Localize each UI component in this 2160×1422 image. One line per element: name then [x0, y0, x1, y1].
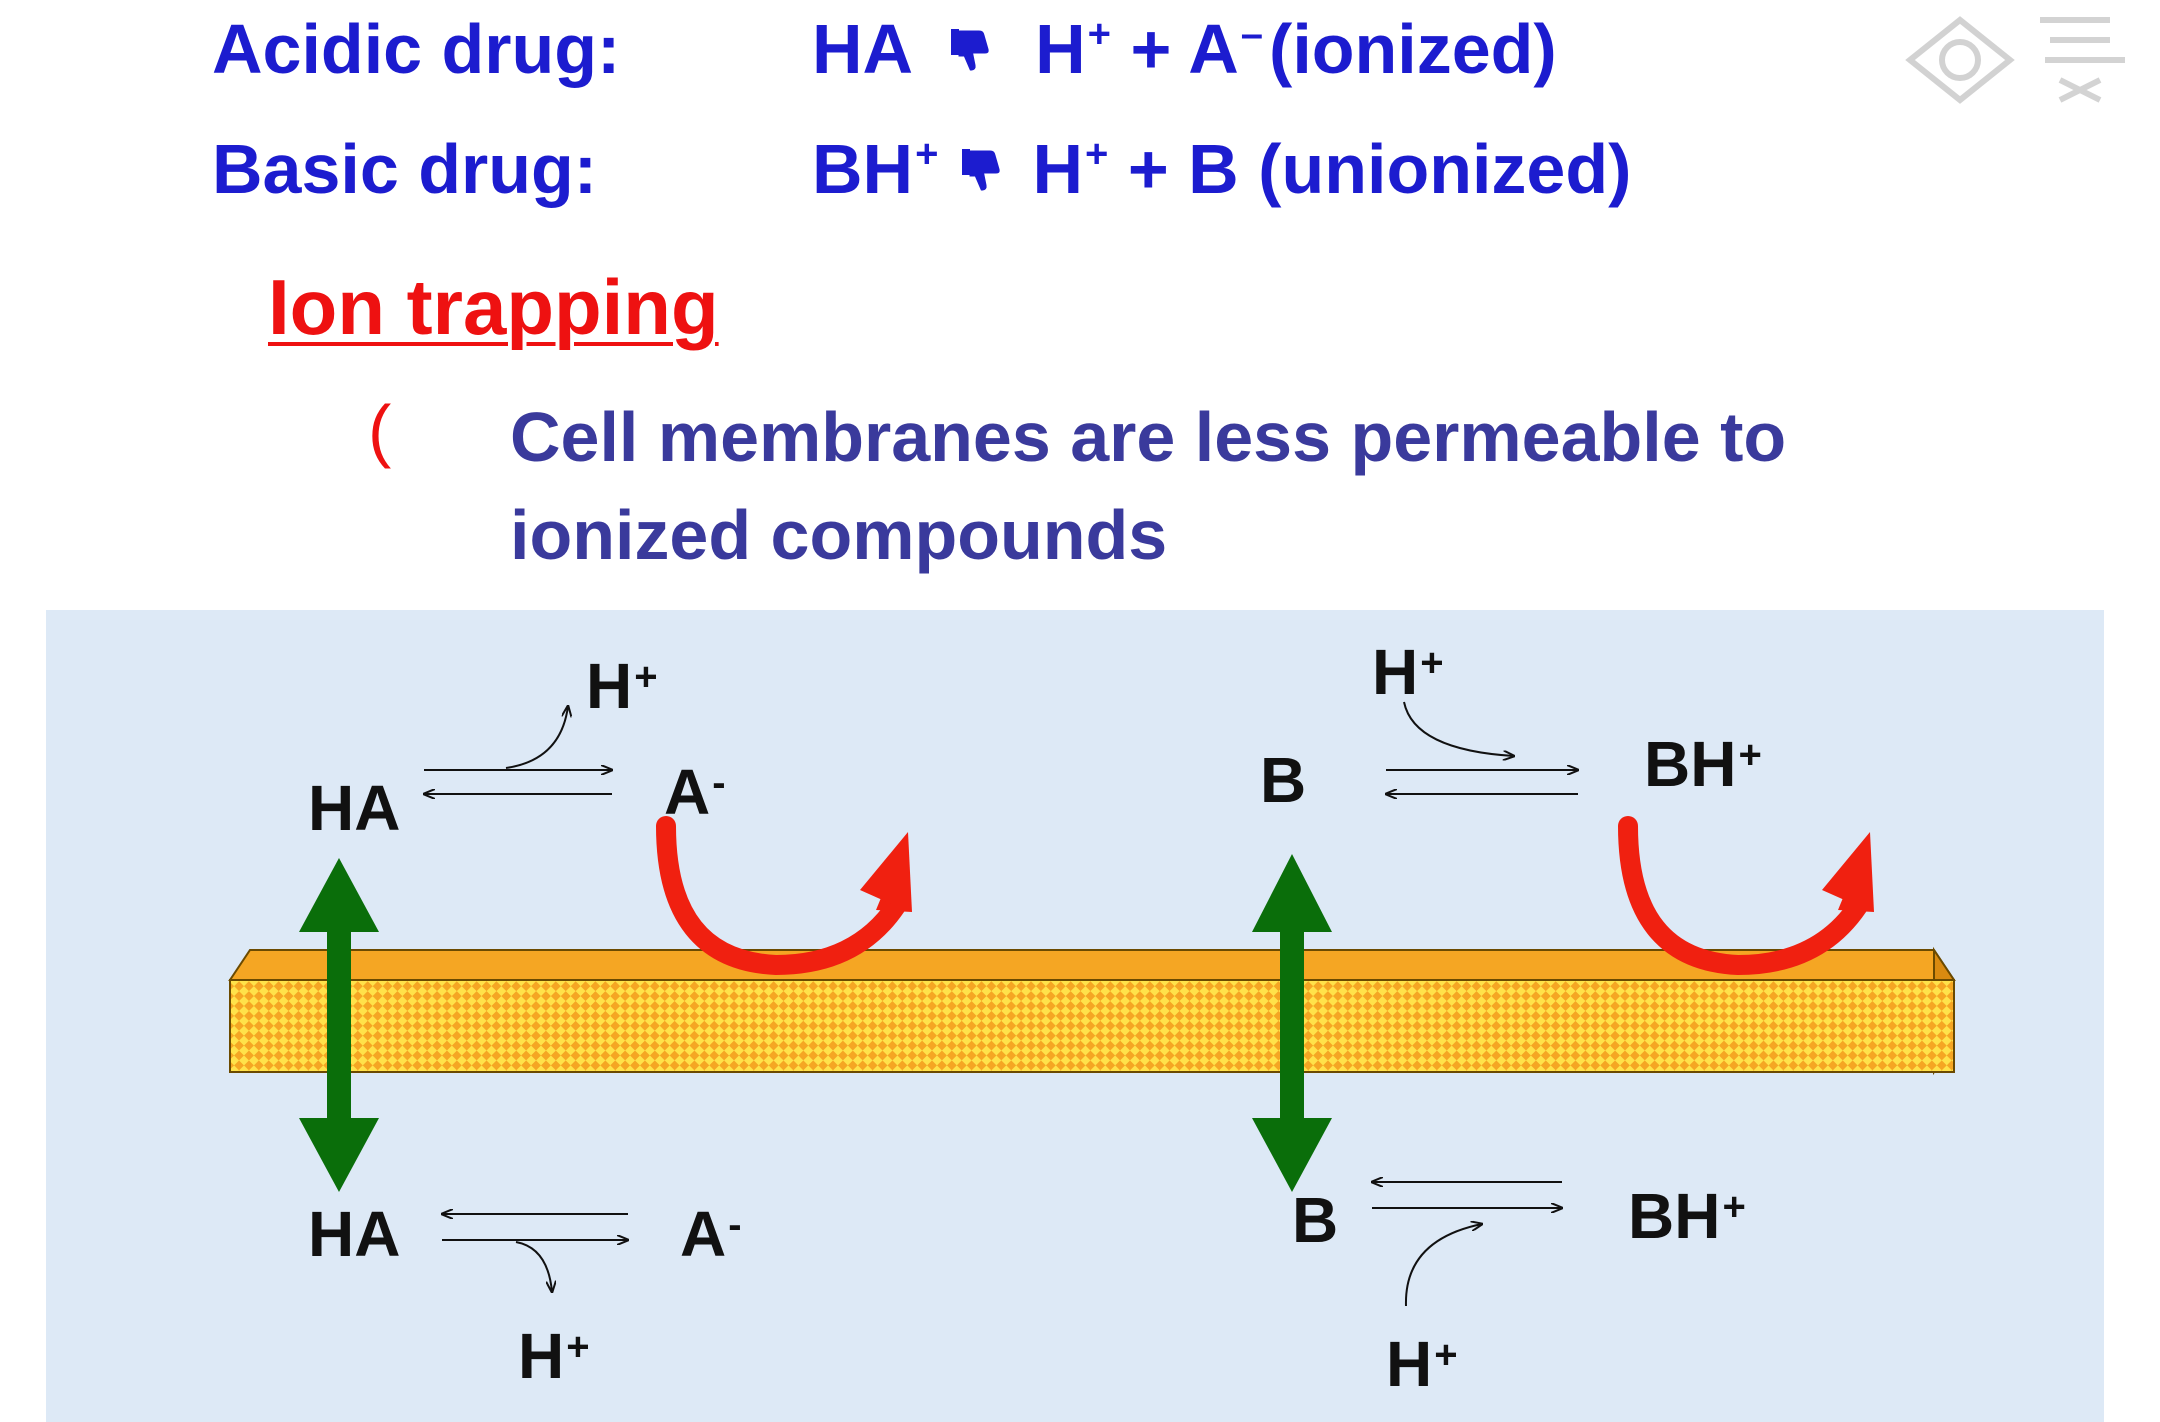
basic-drug-reaction: BH+ H+ + B (unionized) [812, 134, 1631, 204]
basic-lhs: BH [812, 130, 914, 208]
basic-rhs-h: H [1032, 130, 1084, 208]
red-blocked-arrow-right [1618, 816, 1874, 976]
acidic-rhs-a-charge: – [1240, 12, 1264, 56]
cell-membrane [228, 946, 1956, 1076]
acidic-rhs-h-charge: + [1087, 12, 1112, 56]
section-title: Ion trapping [268, 263, 719, 351]
label-h-top-left: H+ [586, 650, 658, 722]
basic-rhs-rest: + B (unionized) [1108, 130, 1632, 208]
label-b-top: B [1260, 744, 1307, 816]
thumbs-down-icon [960, 138, 1010, 194]
equilibrium-arrows-bottom-right [1372, 1182, 1562, 1307]
basic-lhs-charge: + [915, 132, 939, 176]
basic-drug-label: Basic drug: [212, 130, 598, 208]
label-h-top-right: H+ [1372, 636, 1444, 708]
equilibrium-arrows-bottom-left [442, 1214, 628, 1292]
acidic-rhs-h: H [1035, 10, 1086, 88]
watermark-logo [1900, 0, 2160, 110]
red-blocked-arrow-left [656, 816, 912, 976]
equilibrium-arrows-top-left [424, 706, 612, 794]
label-ha-top: HA [308, 772, 401, 844]
label-a-top: A- [664, 756, 726, 828]
thumbs-down-icon [949, 18, 999, 74]
label-h-bottom-left: H+ [518, 1320, 590, 1392]
green-transport-arrow-right [1252, 854, 1332, 1192]
green-transport-arrow-left [299, 858, 379, 1192]
bullet-text: Cell membranes are less permeable to ion… [510, 398, 1787, 574]
basic-rhs-h-charge: + [1085, 132, 1109, 176]
acidic-rhs-a: + A [1111, 10, 1239, 88]
label-b-bottom: B [1292, 1184, 1339, 1256]
bullet-marker: ( [368, 391, 392, 469]
acidic-drug-reaction: HA H+ + A– (ionized) [812, 14, 1557, 84]
acidic-drug-label: Acidic drug: [212, 10, 621, 88]
label-bh-top: BH+ [1644, 728, 1762, 800]
diagram-graphics [228, 701, 1956, 1307]
acidic-rhs-note: (ionized) [1269, 10, 1557, 88]
label-bh-bottom: BH+ [1628, 1180, 1746, 1252]
equilibrium-arrows-top-right [1386, 701, 1578, 794]
label-h-bottom-right: H+ [1386, 1328, 1458, 1400]
ion-trapping-diagram: HA A- H+ B BH+ H+ HA A- H+ B BH+ H+ [46, 610, 2104, 1422]
label-a-bottom: A- [680, 1198, 742, 1270]
acidic-lhs: HA [812, 10, 914, 88]
label-ha-bottom: HA [308, 1198, 401, 1270]
